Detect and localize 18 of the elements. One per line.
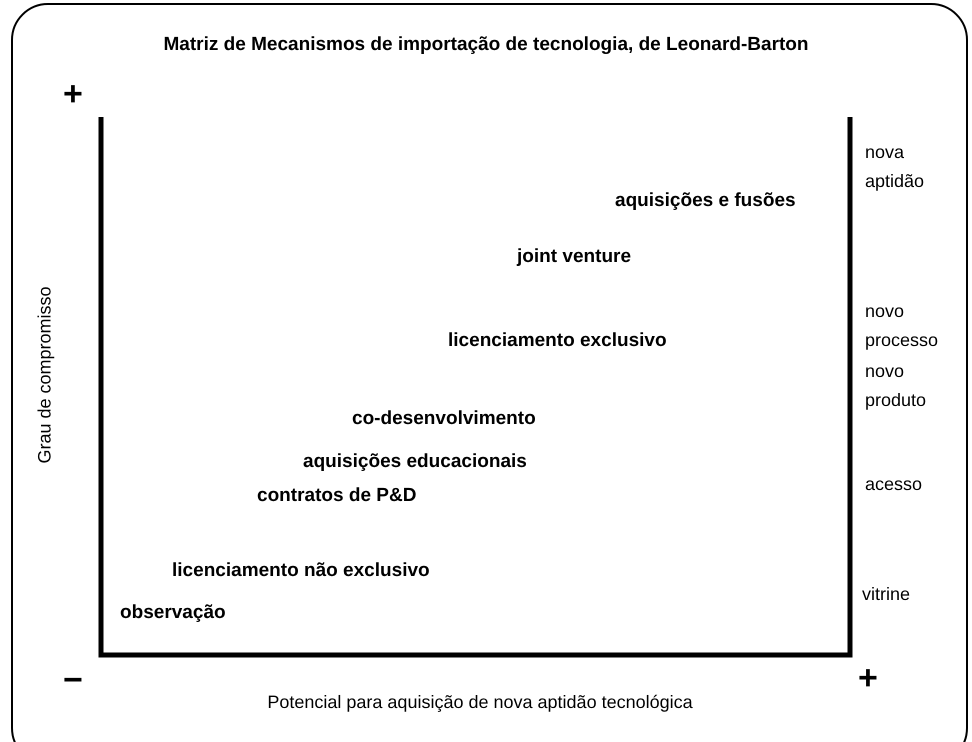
diagram-title: Matriz de Mecanismos de importação de tecnologia, de Leonard-Barton — [162, 34, 810, 56]
mechanism-label: aquisições e fusões — [615, 190, 796, 212]
scale-label: acesso — [865, 473, 924, 496]
axis-sign: − — [63, 663, 83, 697]
axis-sign: + — [858, 661, 878, 695]
mechanism-label: joint venture — [517, 246, 632, 268]
scale-label: vitrine — [862, 583, 912, 606]
axis-sign: + — [63, 77, 83, 111]
axis-title: Grau de compromisso — [34, 286, 56, 464]
mechanism-label: co-desenvolvimento — [352, 408, 536, 430]
scale-label: novo produto — [865, 360, 928, 412]
mechanism-label: licenciamento não exclusivo — [172, 560, 430, 582]
mechanism-label: contratos de P&D — [257, 485, 416, 507]
mechanism-label: aquisições educacionais — [303, 451, 527, 473]
mechanism-label: observação — [120, 602, 226, 624]
axis-title: Potencial para aquisição de nova aptidão tecnológica — [267, 692, 693, 713]
mechanism-label: licenciamento exclusivo — [448, 330, 667, 352]
scale-label: nova aptidão — [865, 141, 926, 193]
